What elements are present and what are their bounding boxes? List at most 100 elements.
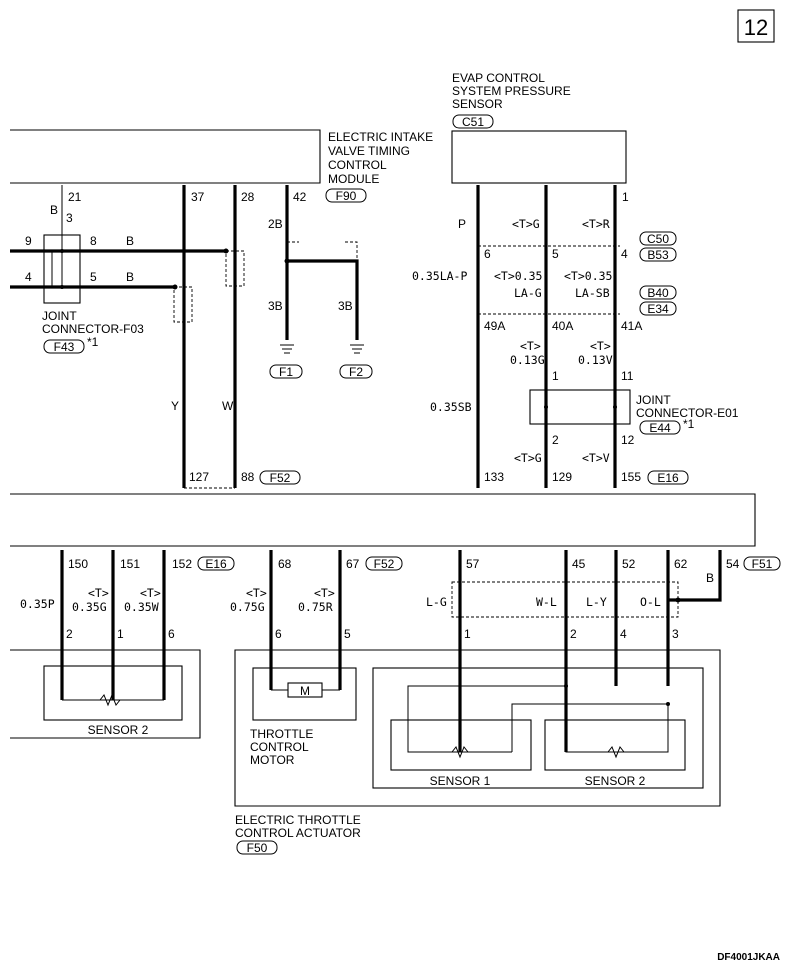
actuator-code: F50 [247, 841, 268, 855]
pin-12j: 12 [621, 433, 635, 447]
e01-name-1: JOINT [636, 393, 671, 407]
eivt-name-1: ELECTRIC INTAKE [328, 130, 433, 144]
pin-1j: 1 [552, 369, 559, 383]
e16-top-code: E16 [657, 471, 679, 485]
wire-tlag: <T>0.35 [494, 269, 542, 283]
pin-6a: 6 [168, 627, 175, 641]
ground-circuit: 42 2B 3B 3B F1 F2 [268, 185, 373, 379]
wire-tg: <T>G [512, 217, 540, 231]
wire-t75r: <T> [314, 586, 335, 600]
wire-tg2: <T>G [514, 451, 542, 465]
sensor-2-right-name: SENSOR 2 [585, 774, 646, 788]
f52-top-box [259, 470, 301, 485]
f03-body [43, 234, 81, 304]
wire-sb: 0.35SB [430, 400, 472, 414]
motor-symbol: M [300, 684, 310, 698]
e01-name-2: CONNECTOR-E01 [636, 406, 739, 420]
wire-tlasb: <T>0.35 [564, 269, 612, 283]
pin-150: 150 [68, 557, 88, 571]
evap-sensor: EVAP CONTROL SYSTEM PRESSURE SENSOR C51 [451, 71, 627, 184]
pin-2s: 2 [570, 627, 577, 641]
pin-133: 133 [484, 470, 504, 484]
evap-name-1: EVAP CONTROL [452, 71, 545, 85]
wire-v35w: 0.35W [124, 600, 159, 614]
wire-b54: B [706, 571, 714, 585]
wire-w-label: W [222, 399, 234, 413]
page-number: 12 [744, 15, 768, 40]
pin-4s: 4 [620, 627, 627, 641]
eivt-code-box [325, 188, 367, 203]
e44-code: E44 [649, 421, 671, 435]
wire-t35g: <T> [88, 586, 109, 600]
pin-9: 9 [25, 234, 32, 248]
page-number-box [737, 9, 775, 43]
wire-b5: B [126, 270, 134, 284]
pin-155: 155 [621, 470, 641, 484]
motor-name-3: MOTOR [250, 753, 295, 767]
f03-name-2: CONNECTOR-F03 [42, 322, 144, 336]
evap-name-2: SYSTEM PRESSURE [452, 84, 571, 98]
wire-lap: 0.35LA-P [412, 269, 467, 283]
pin-42: 42 [293, 190, 307, 204]
pin-40a: 40A [552, 319, 573, 333]
pin-129: 129 [552, 470, 572, 484]
throttle-motor-group: 68 67 F52 <T> 0.75G <T> 0.75R 6 5 M THRO… [230, 550, 721, 807]
eivt-name-3: CONTROL [328, 158, 387, 172]
pin-52: 52 [622, 557, 636, 571]
f03-name-1: JOINT [42, 309, 77, 323]
eivt-code: F90 [336, 189, 357, 203]
wire-b8: B [126, 234, 134, 248]
f03-code-box [43, 339, 85, 354]
pin-2j: 2 [552, 433, 559, 447]
e01-body [529, 389, 631, 425]
wire-t35w: <T> [140, 586, 161, 600]
wire-v13g: 0.13G [510, 353, 545, 367]
wire-v13v: 0.13V [578, 353, 613, 367]
wire-3b-a: 3B [268, 299, 283, 313]
pin-41a: 41A [621, 319, 642, 333]
f52-bottom-code: F52 [374, 557, 395, 571]
wire-3b-b: 3B [338, 299, 353, 313]
pin-8: 8 [90, 234, 97, 248]
wire-ol: O-L [640, 595, 661, 609]
footer-code: DF4001JKAA [717, 952, 780, 963]
e01-note: *1 [683, 417, 695, 431]
eivt-name-4: MODULE [328, 172, 379, 186]
wire-t75g: <T> [246, 586, 267, 600]
pin-1a: 1 [117, 627, 124, 641]
pin-152: 152 [172, 557, 192, 571]
pin-1-top: 1 [622, 190, 629, 204]
sensor-2-left-group: 150 151 152 E16 0.35P <T> 0.35G <T> 0.35… [10, 550, 235, 739]
joint-connector-f03: 21 B 3 9 8 B 4 5 B JOINT CONNECTOR-F03 F… [10, 185, 245, 354]
f03-note: *1 [87, 335, 99, 349]
pin-4: 4 [25, 270, 32, 284]
sensor-2-left-name: SENSOR 2 [88, 723, 149, 737]
b40-code: B40 [647, 286, 669, 300]
pin-28: 28 [241, 190, 255, 204]
eivt-name-2: VALVE TIMING [328, 144, 410, 158]
actuator-name-1: ELECTRIC THROTTLE [235, 813, 361, 827]
throttle-sensors: 57 45 52 62 54 F51 B L-G W-L L-Y O-L 1 2… [235, 550, 781, 855]
f51-code: F51 [752, 557, 773, 571]
c50-code: C50 [647, 232, 669, 246]
f52-top-code: F52 [270, 471, 291, 485]
actuator-name-2: CONTROL ACTUATOR [235, 826, 361, 840]
pin-4b: 4 [621, 247, 628, 261]
wire-p: P [458, 217, 466, 231]
wire-lag: LA-G [514, 286, 542, 300]
evap-body [451, 130, 627, 184]
evap-name-3: SENSOR [452, 97, 503, 111]
pin-127: 127 [189, 470, 209, 484]
pin-5m: 5 [344, 627, 351, 641]
pin-151: 151 [120, 557, 140, 571]
pin-54: 54 [726, 557, 740, 571]
pin-1s: 1 [464, 627, 471, 641]
wire-lasb: LA-SB [575, 286, 610, 300]
pin-21: 21 [68, 190, 82, 204]
wire-wl: W-L [536, 595, 557, 609]
pin-3: 3 [66, 211, 73, 225]
wire-b21: B [50, 203, 58, 217]
wire-v75r: 0.75R [298, 600, 333, 614]
